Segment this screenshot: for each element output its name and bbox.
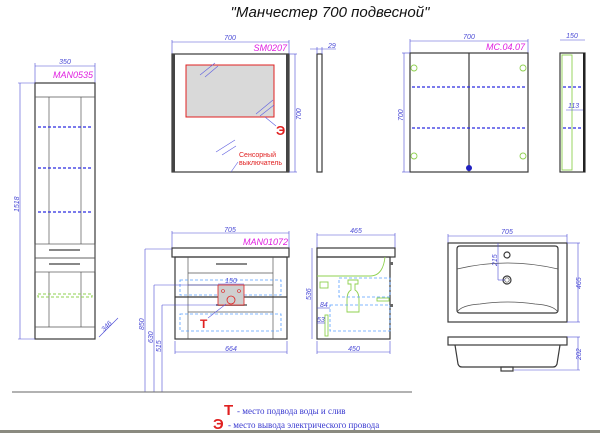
mirror-cabinet-side-view: 150 113 (559, 33, 586, 173)
sink-top-view: 705 215 465 (447, 229, 583, 323)
hole-offset: 215 (492, 254, 499, 267)
vanity-body-width: 664 (225, 346, 237, 353)
mirror-width: 700 (224, 35, 236, 42)
mirror-depth: 29 (327, 43, 336, 50)
sink-height: 202 (576, 348, 583, 361)
legend-mark-electric: Э (213, 416, 224, 433)
tall-cabinet-code: MAN0535 (53, 70, 94, 80)
mirror-cabinet-width: 700 (463, 34, 475, 41)
mirror-cabinet-depth: 150 (566, 33, 578, 40)
tall-cabinet-height: 1518 (14, 196, 21, 212)
vanity-side-view: 465 536 84 53 450 (306, 228, 396, 354)
dim-53: 53 (317, 317, 325, 324)
sensor-label-line1: Сенсорный (239, 151, 276, 159)
sink-side-view: 202 (447, 336, 583, 372)
drawing-title: "Манчестер 700 подвесной" (231, 4, 431, 21)
legend-text-electric: - место вывода электрического провода (228, 420, 379, 430)
vanity-side-top-depth: 465 (350, 228, 362, 235)
vanity-code: MAN01072 (243, 237, 288, 247)
sink-depth: 465 (576, 277, 583, 289)
dim-84: 84 (320, 302, 328, 309)
shelf-depth: 113 (568, 103, 579, 110)
sink-width: 705 (501, 229, 513, 236)
tall-cabinet-width: 350 (59, 59, 71, 66)
vanity-front-view: 705 MAN01072 150 Т 664 850 630 515 (139, 227, 290, 392)
mirror-cabinet-front-view: 700 MC.04.07 700 (398, 34, 529, 173)
legend-mark-water: Т (224, 402, 233, 419)
mirror-cabinet-height: 700 (398, 109, 405, 121)
height-850: 850 (139, 318, 146, 330)
legend-text-water: - место подвода воды и слив (237, 406, 346, 416)
sensor-label-line2: выключатель (239, 160, 282, 167)
mirror-side-view: 29 (310, 43, 336, 173)
mirror-cabinet-code: MC.04.07 (486, 42, 526, 52)
vanity-top-width: 705 (224, 227, 236, 234)
legend: Т - место подвода воды и слив Э - место … (213, 402, 379, 433)
socket-marker: Э (276, 123, 285, 138)
vanity-side-height: 536 (306, 288, 313, 300)
mirror-code: SM0207 (253, 43, 288, 53)
height-515: 515 (156, 340, 163, 352)
mirror-front-view: 700 SM0207 Э Сенсорный выключатель 700 (171, 35, 303, 173)
height-630: 630 (148, 331, 155, 343)
bottom-border (0, 430, 600, 433)
tall-cabinet-front-view: 350 MAN0535 1518 346 (14, 59, 119, 340)
mirror-height: 700 (296, 108, 303, 120)
tall-cabinet-depth: 346 (100, 320, 113, 333)
vanity-side-body-depth: 450 (348, 346, 360, 353)
plate-width: 150 (225, 278, 237, 285)
water-marker: Т (200, 317, 208, 331)
